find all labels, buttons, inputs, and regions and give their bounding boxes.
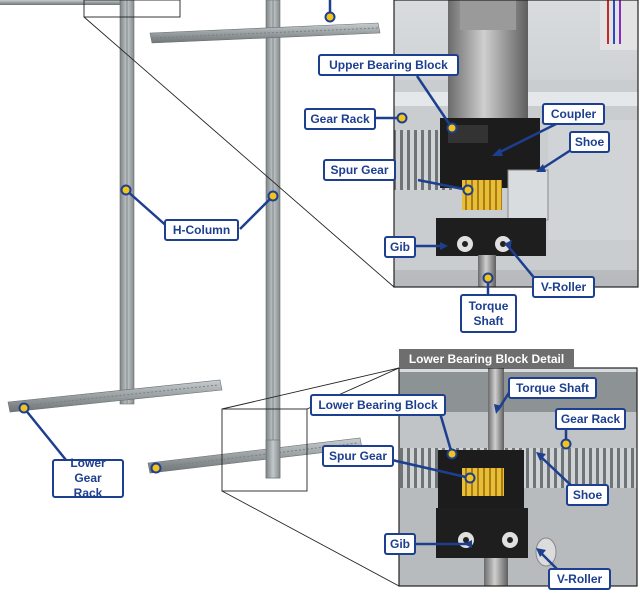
detail-frames bbox=[83, 0, 400, 587]
label-v-roller-lower: V-Roller bbox=[548, 568, 611, 590]
label-lower-bearing-block: Lower Bearing Block bbox=[310, 394, 446, 416]
label-lower-gear-rack: Lower Gear Rack bbox=[52, 456, 124, 500]
label-torque-shaft-lower: Torque Shaft bbox=[508, 377, 597, 399]
callout-arrowheads bbox=[440, 148, 546, 557]
label-h-column: H-Column bbox=[164, 219, 239, 241]
label-gib-upper: Gib bbox=[384, 236, 416, 258]
label-upper-bearing-block: Upper Bearing Block bbox=[318, 54, 459, 76]
label-coupler: Coupler bbox=[542, 103, 605, 125]
structure-left bbox=[0, 0, 381, 479]
label-v-roller-upper: V-Roller bbox=[532, 276, 595, 298]
label-gib-lower: Gib bbox=[384, 533, 416, 555]
label-shoe-lower: Shoe bbox=[566, 484, 609, 506]
label-gear-rack-lower: Gear Rack bbox=[555, 408, 626, 430]
label-torque-shaft-upper: Torque Shaft bbox=[460, 294, 517, 333]
label-gear-rack-upper: Gear Rack bbox=[304, 108, 376, 130]
label-spur-gear-lower: Spur Gear bbox=[322, 445, 394, 467]
callout-markers bbox=[18, 11, 572, 484]
label-shoe-upper: Shoe bbox=[569, 131, 610, 153]
lower-detail-title: Lower Bearing Block Detail bbox=[399, 349, 574, 368]
label-spur-gear-upper: Spur Gear bbox=[323, 159, 396, 181]
